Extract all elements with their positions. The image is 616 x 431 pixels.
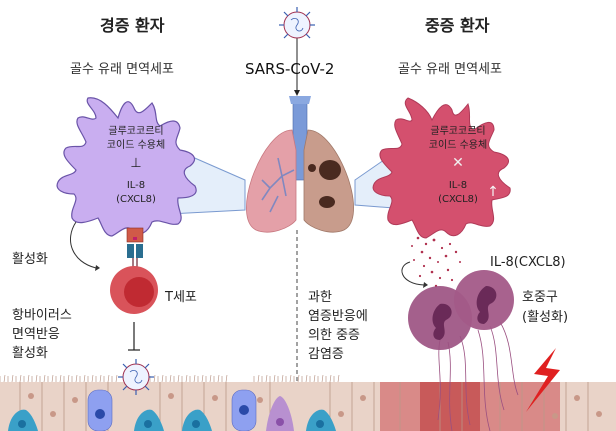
t-cell-label: T세포 (165, 290, 197, 305)
mild-immune-cell (56, 97, 197, 237)
response-line2: 면역반응 (12, 327, 60, 342)
tcr-receptor (126, 227, 144, 272)
mild-receptor-line2: 코이드 수용체 (106, 140, 166, 151)
severe-receptor-line1: 글루코코르티 (430, 126, 486, 137)
activation-arrow-right (401, 261, 425, 286)
activation-label: 활성화 (12, 252, 48, 267)
mild-cell-type-label: 골수 유래 면역세포 (70, 62, 174, 77)
severe-receptor-line2: 코이드 수용체 (428, 140, 488, 151)
activation-arrow-left (70, 221, 97, 269)
lung-lesions (308, 160, 341, 208)
virus-arrowhead (294, 90, 300, 96)
severe-patient-title: 중증 환자 (425, 16, 490, 35)
severe-il8-line2: (CXCL8) (438, 194, 478, 205)
outcome-line2: 염증반응에 (308, 309, 368, 324)
neutrophil-nucleus (432, 303, 452, 340)
epithelium-layer (0, 374, 616, 431)
mild-il8-line1: IL-8 (126, 180, 146, 191)
il8-particles (411, 236, 461, 288)
severe-immune-cell (372, 97, 511, 239)
increase-arrow-icon: ↑ (487, 184, 499, 200)
mild-patient-title: 경증 환자 (100, 16, 165, 35)
neutrophil-nucleus (476, 286, 497, 324)
il8-released-label: IL-8(CXCL8) (490, 255, 566, 270)
bronchi-left (261, 157, 295, 213)
neutrophil-tendrils (437, 321, 519, 431)
secretory-cell (266, 396, 294, 431)
outcome-line1: 과한 (308, 290, 332, 305)
damaged-lung-icon (303, 129, 354, 233)
outcome-line3: 의한 중증 (308, 328, 360, 343)
response-line1: 항바이러스 (12, 308, 72, 323)
virus-name-label: SARS-CoV-2 (245, 60, 335, 78)
severe-il8-line1: IL-8 (448, 180, 468, 191)
virus-icon-top (279, 7, 315, 39)
mild-il8-line2: (CXCL8) (116, 194, 156, 205)
t-cell-nucleus (124, 277, 154, 307)
outcome-line4: 감염증 (308, 347, 344, 362)
mild-receptor-line1: 글루코코르티 (108, 126, 164, 137)
arrowhead-left (95, 265, 100, 271)
response-line3: 활성화 (12, 346, 48, 361)
arrowhead-right (423, 282, 428, 288)
neutrophil-label-line2: (활성화) (522, 310, 569, 325)
virus-icon-epithelium (118, 359, 154, 395)
severe-cell-type-label: 골수 유래 면역세포 (398, 62, 502, 77)
inhibit-symbol: ⊥ (130, 156, 142, 171)
neutrophil-label-line1: 호중구 (522, 290, 558, 305)
blocked-inhibit-icon: ✕ (452, 155, 464, 171)
healthy-lung-icon (246, 129, 297, 233)
